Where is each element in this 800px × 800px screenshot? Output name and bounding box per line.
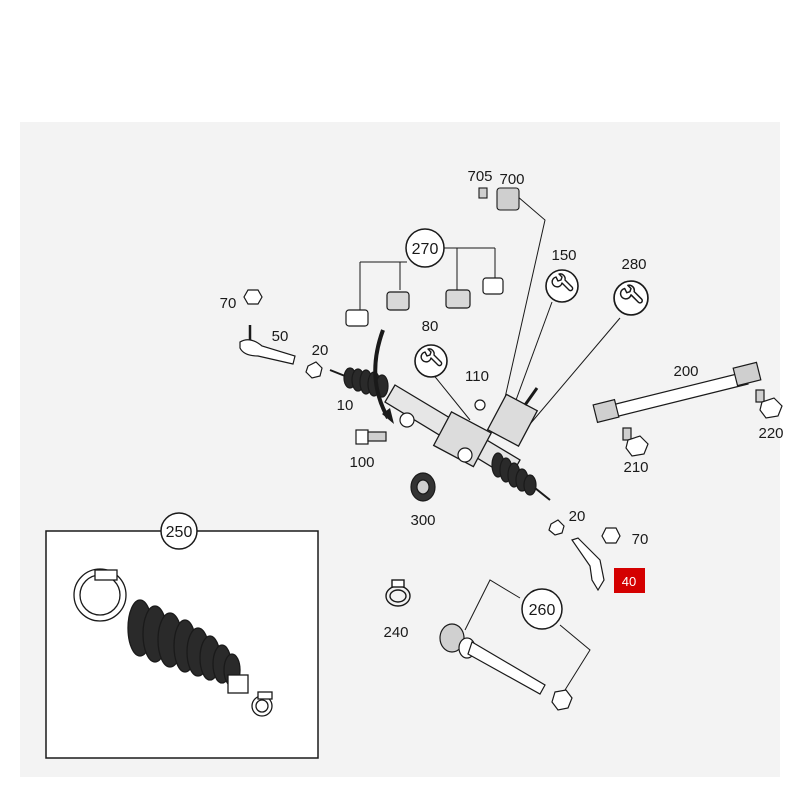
clamp-240 (385, 579, 411, 607)
callout-250[interactable]: 250 (160, 512, 198, 550)
label-20-right[interactable]: 20 (569, 508, 586, 525)
svg-text:260: 260 (529, 602, 556, 619)
intermediate-shaft-200 (592, 361, 762, 424)
wrench-icon (545, 269, 579, 303)
svg-text:40: 40 (622, 574, 636, 589)
label-240[interactable]: 240 (383, 624, 408, 641)
tie-rod-end-right (548, 519, 621, 592)
washer-110 (474, 399, 486, 411)
bolt-220 (755, 389, 783, 419)
callout-40-highlighted[interactable]: 40 (614, 568, 645, 593)
bushings-270 (345, 277, 504, 327)
inner-tie-rod-260 (439, 623, 573, 711)
steering-rack (329, 329, 551, 501)
callout-270[interactable]: 270 (405, 228, 445, 268)
wrench-icon (613, 280, 649, 316)
label-10[interactable]: 10 (337, 397, 354, 414)
label-70-right[interactable]: 70 (632, 531, 649, 548)
tie-rod-end-left (239, 289, 323, 379)
label-280[interactable]: 280 (621, 256, 646, 273)
label-50[interactable]: 50 (272, 328, 289, 345)
label-70-left[interactable]: 70 (220, 295, 237, 312)
label-100[interactable]: 100 (349, 454, 374, 471)
label-300[interactable]: 300 (410, 512, 435, 529)
valve-parts-700 (478, 187, 520, 211)
label-220[interactable]: 220 (758, 425, 783, 442)
leader-lines (359, 189, 621, 691)
label-705[interactable]: 705 (467, 168, 492, 185)
label-150[interactable]: 150 (551, 247, 576, 264)
boot-kit-parts (73, 568, 273, 717)
label-200[interactable]: 200 (673, 363, 698, 380)
svg-text:270: 270 (412, 241, 439, 258)
wrench-icon (414, 344, 448, 378)
label-110[interactable]: 110 (465, 368, 489, 385)
bolt-100 (355, 429, 387, 445)
callout-260[interactable]: 260 (521, 588, 563, 630)
label-210[interactable]: 210 (623, 459, 648, 476)
mount-300 (410, 472, 436, 502)
label-700[interactable]: 700 (499, 171, 524, 188)
bolt-210 (622, 427, 649, 457)
label-80[interactable]: 80 (422, 318, 439, 335)
label-20-left[interactable]: 20 (312, 342, 329, 359)
svg-text:250: 250 (166, 524, 193, 541)
